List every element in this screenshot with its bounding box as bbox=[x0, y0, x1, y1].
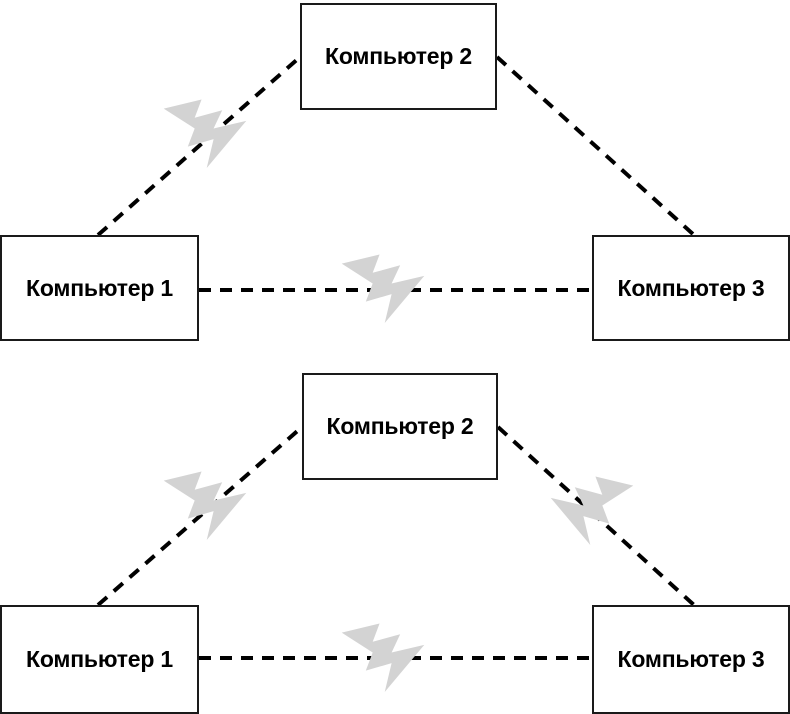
node-label: Компьютер 1 bbox=[26, 646, 173, 672]
link-top-link-1-2[interactable] bbox=[96, 55, 302, 237]
lightning-bolt-icon bbox=[163, 471, 247, 540]
lightning-bolt-icon bbox=[163, 99, 247, 168]
node-label: Компьютер 1 bbox=[26, 274, 173, 301]
node-label: Компьютер 3 bbox=[617, 646, 765, 672]
node-bottom-computer-3[interactable]: Компьютер 3 bbox=[592, 605, 790, 714]
node-label: Компьютер 2 bbox=[326, 413, 474, 439]
node-label: Компьютер 3 bbox=[617, 274, 765, 301]
link-layer bbox=[96, 55, 696, 660]
link-bottom-link-1-2[interactable] bbox=[96, 425, 304, 607]
node-label: Компьютер 2 bbox=[325, 43, 472, 69]
node-top-computer-2[interactable]: Компьютер 2 bbox=[300, 3, 497, 110]
link-top-link-2-3[interactable] bbox=[495, 55, 696, 237]
node-bottom-computer-2[interactable]: Компьютер 2 bbox=[302, 373, 498, 480]
node-top-computer-1[interactable]: Компьютер 1 bbox=[0, 235, 199, 341]
node-bottom-computer-1[interactable]: Компьютер 1 bbox=[0, 605, 199, 714]
node-top-computer-3[interactable]: Компьютер 3 bbox=[592, 235, 790, 341]
